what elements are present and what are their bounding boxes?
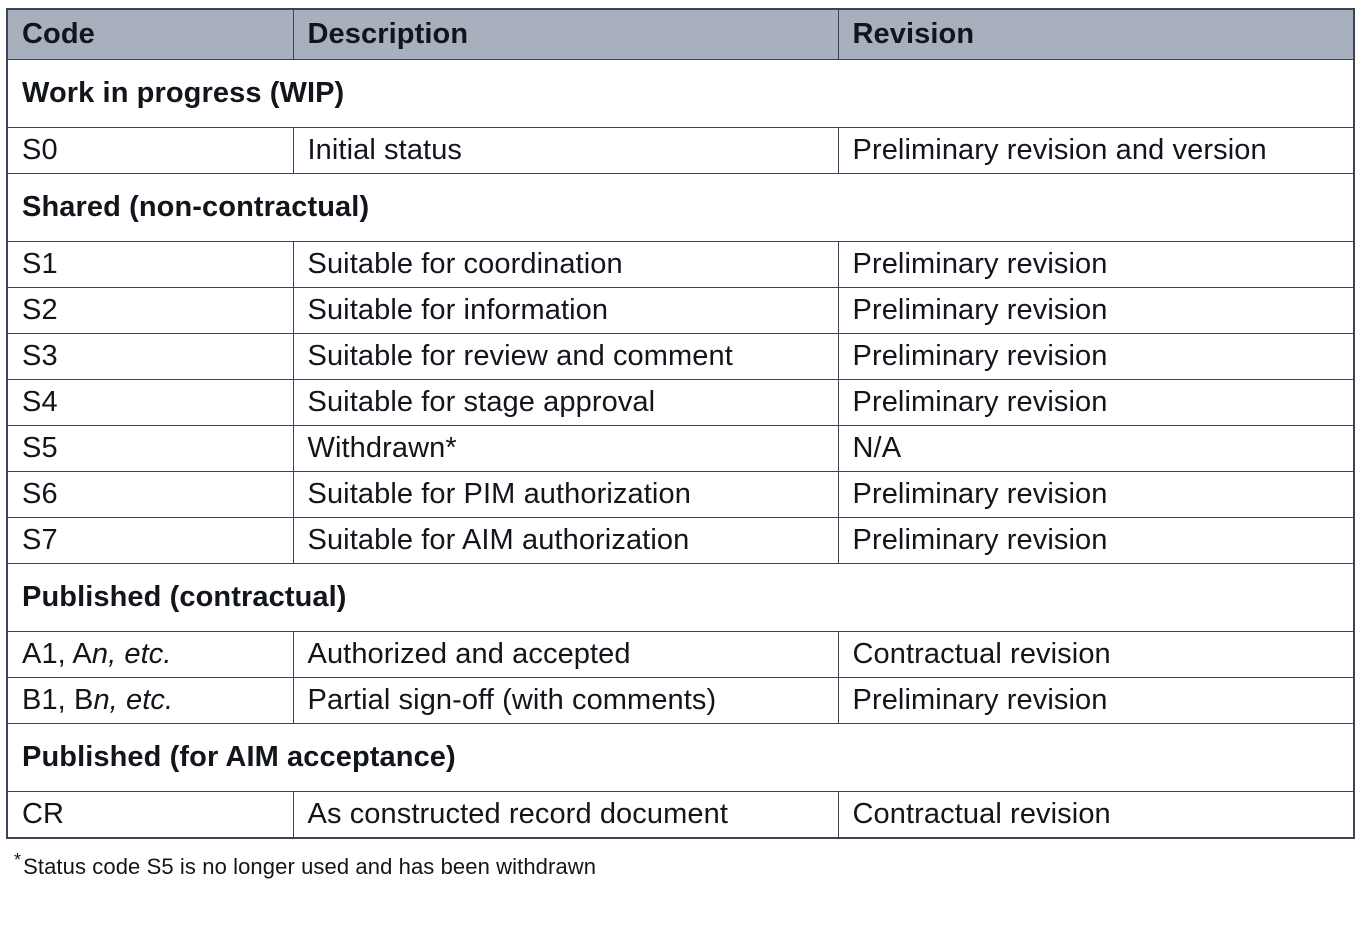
cell-description: As constructed record document [292, 791, 839, 839]
cell-revision: Preliminary revision [837, 333, 1355, 380]
cell-description: Partial sign-off (with comments) [292, 677, 839, 724]
cell-revision: Preliminary revision [837, 241, 1355, 288]
cell-description: Suitable for AIM authorization [292, 517, 839, 564]
cell-description: Suitable for stage approval [292, 379, 839, 426]
section-title-published-aim: Published (for AIM acceptance) [6, 723, 1355, 792]
cell-code: S3 [6, 333, 294, 380]
cell-revision: Preliminary revision and version [837, 127, 1355, 174]
cell-description: Authorized and accepted [292, 631, 839, 678]
code-italic-suffix: , etc. [108, 638, 172, 671]
table-row: S4 Suitable for stage approval Prelimina… [6, 379, 1355, 426]
table-row: B1, Bn, etc. Partial sign-off (with comm… [6, 677, 1355, 724]
section-header-row: Published (contractual) [6, 563, 1355, 632]
table-row: A1, An, etc. Authorized and accepted Con… [6, 631, 1355, 678]
cell-code: S5 [6, 425, 294, 472]
section-header-row: Shared (non-contractual) [6, 173, 1355, 242]
cell-revision: Contractual revision [837, 631, 1355, 678]
status-code-table: Code Description Revision Work in progre… [6, 8, 1355, 839]
section-title-shared: Shared (non-contractual) [6, 173, 1355, 242]
section-header-row: Published (for AIM acceptance) [6, 723, 1355, 792]
cell-code: S7 [6, 517, 294, 564]
cell-description: Suitable for PIM authorization [292, 471, 839, 518]
cell-description: Suitable for review and comment [292, 333, 839, 380]
cell-code: S4 [6, 379, 294, 426]
table-body: Work in progress (WIP) S0 Initial status… [6, 59, 1355, 839]
cell-code: S1 [6, 241, 294, 288]
cell-description: Initial status [292, 127, 839, 174]
code-italic-mid: n [93, 684, 110, 717]
header-row: Code Description Revision [6, 8, 1355, 60]
cell-revision: Preliminary revision [837, 517, 1355, 564]
table-head: Code Description Revision [6, 8, 1355, 60]
cell-revision: N/A [837, 425, 1355, 472]
cell-revision: Preliminary revision [837, 677, 1355, 724]
cell-code: B1, Bn, etc. [6, 677, 294, 724]
section-title-wip: Work in progress (WIP) [6, 59, 1355, 128]
table-row: S5 Withdrawn* N/A [6, 425, 1355, 472]
table-row: S3 Suitable for review and comment Preli… [6, 333, 1355, 380]
table-row: CR As constructed record document Contra… [6, 791, 1355, 839]
cell-description: Withdrawn* [292, 425, 839, 472]
table-row: S6 Suitable for PIM authorization Prelim… [6, 471, 1355, 518]
cell-description: Suitable for coordination [292, 241, 839, 288]
code-italic-suffix: , etc. [109, 684, 174, 717]
cell-revision: Preliminary revision [837, 287, 1355, 334]
column-header-description: Description [292, 8, 839, 60]
cell-revision: Contractual revision [837, 791, 1355, 839]
footnote-marker: * [14, 850, 22, 870]
cell-description: Suitable for information [292, 287, 839, 334]
cell-revision: Preliminary revision [837, 379, 1355, 426]
code-prefix: B1, B [22, 684, 94, 717]
table-row: S1 Suitable for coordination Preliminary… [6, 241, 1355, 288]
cell-code: CR [6, 791, 294, 839]
cell-code: S6 [6, 471, 294, 518]
cell-code: S0 [6, 127, 294, 174]
footnote-text: Status code S5 is no longer used and has… [23, 854, 597, 880]
cell-code: A1, An, etc. [6, 631, 294, 678]
table-row: S2 Suitable for information Preliminary … [6, 287, 1355, 334]
cell-revision: Preliminary revision [837, 471, 1355, 518]
code-prefix: A1, A [22, 638, 92, 671]
table-row: S7 Suitable for AIM authorization Prelim… [6, 517, 1355, 564]
section-header-row: Work in progress (WIP) [6, 59, 1355, 128]
cell-code: S2 [6, 287, 294, 334]
code-italic-mid: n [91, 638, 109, 671]
table-footnote: *Status code S5 is no longer used and ha… [14, 850, 1353, 880]
column-header-code: Code [6, 8, 294, 60]
table-row: S0 Initial status Preliminary revision a… [6, 127, 1355, 174]
column-header-revision: Revision [837, 8, 1355, 60]
section-title-published-contractual: Published (contractual) [6, 563, 1355, 632]
